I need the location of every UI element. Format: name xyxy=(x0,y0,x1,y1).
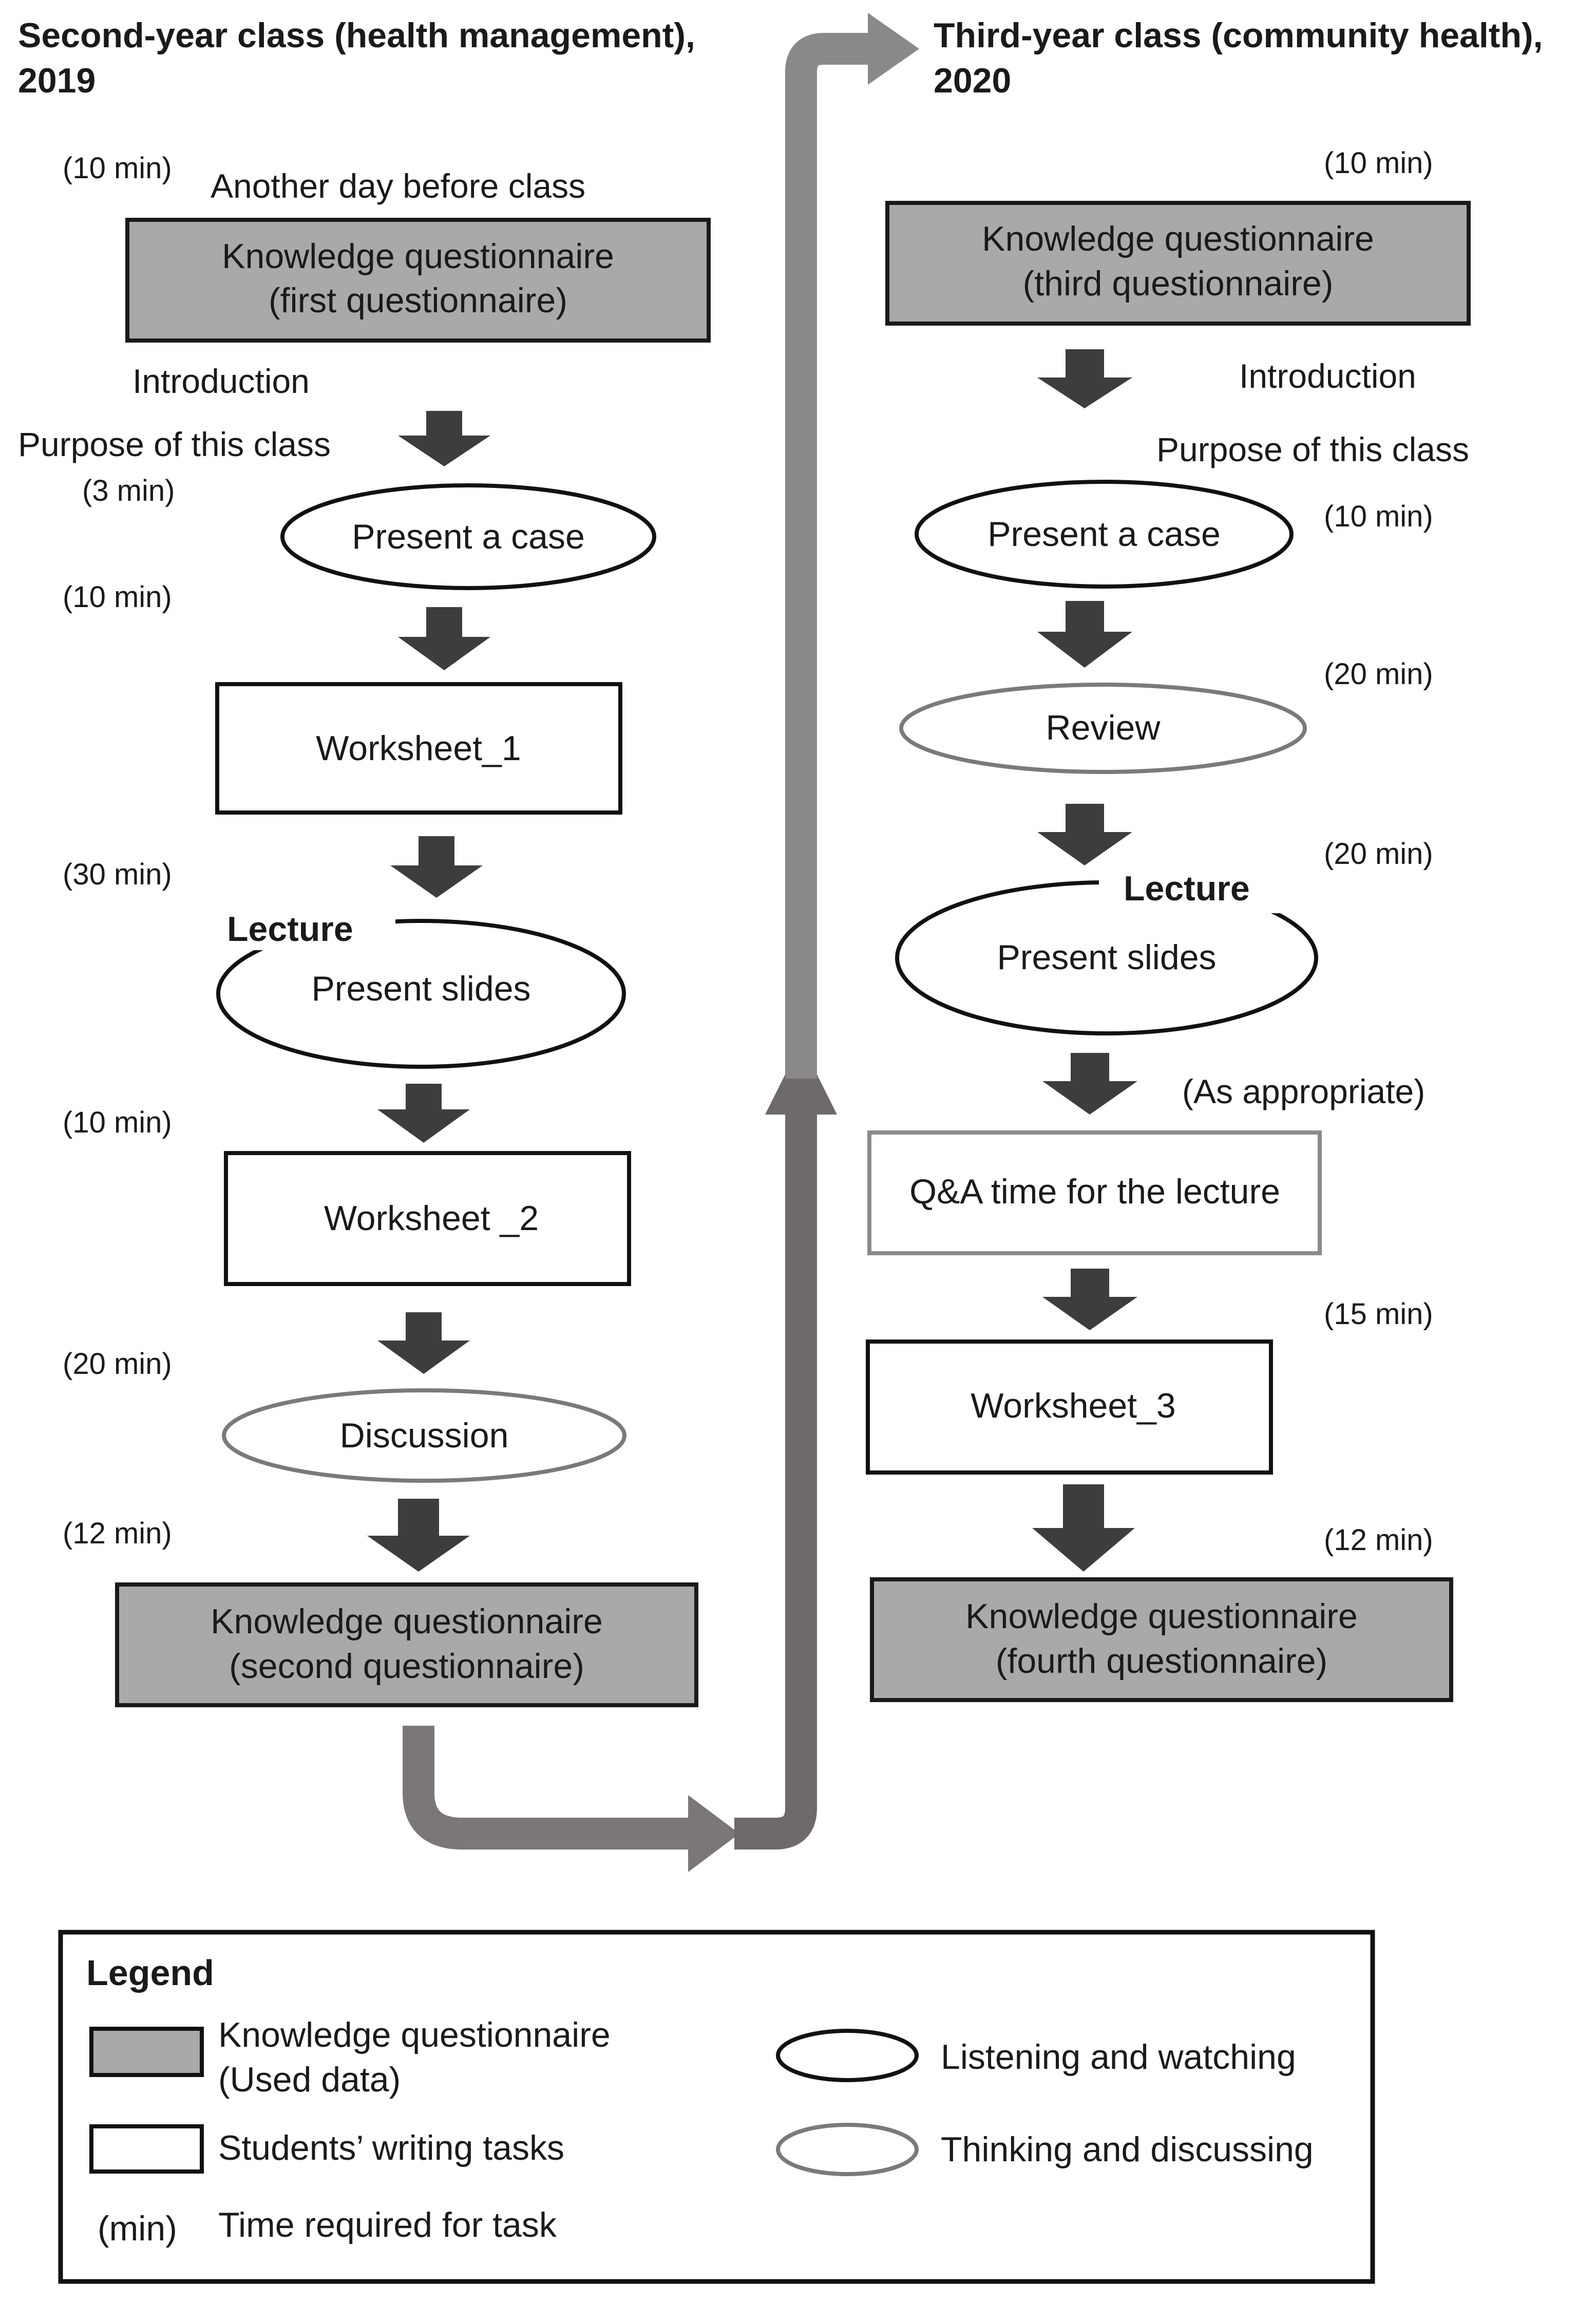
left-time-lecture: (30 min) xyxy=(63,858,172,891)
legend-writing-swatch xyxy=(89,2124,204,2174)
right-present-case-ellipse xyxy=(915,480,1294,589)
left-lecture-label: Lecture xyxy=(227,910,353,949)
right-present-slides-text: Present slides xyxy=(997,938,1216,977)
right-worksheet3-text: Worksheet_3 xyxy=(971,1386,1175,1425)
left-down-arrow-3 xyxy=(390,836,483,898)
right-lecture-label-mask xyxy=(1099,863,1284,913)
left-lecture-label-mask xyxy=(221,901,395,950)
right-heading-line1: Third-year class (community health), xyxy=(934,16,1543,55)
left-time-discussion: (20 min) xyxy=(63,1347,172,1381)
left-introduction-label: Introduction xyxy=(132,362,310,400)
left-before-class-label: Another day before class xyxy=(211,167,585,205)
left-time-second-questionnaire: (12 min) xyxy=(63,1517,172,1550)
right-introduction-label: Introduction xyxy=(1239,357,1416,395)
left-heading-line2: 2019 xyxy=(18,61,96,100)
left-down-arrow-4 xyxy=(377,1084,470,1143)
right-third-questionnaire-line1: Knowledge questionnaire xyxy=(982,219,1374,258)
right-qa-text: Q&A time for the lecture xyxy=(909,1172,1280,1211)
right-down-arrow-5 xyxy=(1042,1269,1137,1330)
left-present-case-ellipse xyxy=(280,483,656,590)
left-discussion-ellipse xyxy=(222,1388,626,1483)
legend-questionnaire-line1: Knowledge questionnaire xyxy=(218,2015,611,2054)
legend-listening-text: Listening and watching xyxy=(941,2037,1296,2077)
left-time-worksheet2: (10 min) xyxy=(63,1106,172,1139)
left-down-arrow-5 xyxy=(377,1312,470,1374)
left-time-case: (3 min) xyxy=(82,474,175,507)
right-qa-box xyxy=(867,1130,1322,1255)
left-first-questionnaire-box xyxy=(125,218,711,343)
right-third-questionnaire-box xyxy=(885,201,1471,326)
right-heading-line2: 2020 xyxy=(934,61,1011,100)
left-worksheet1-text: Worksheet_1 xyxy=(316,729,521,768)
right-time-review: (20 min) xyxy=(1324,657,1433,691)
right-down-arrow-6 xyxy=(1032,1484,1135,1572)
left-down-arrow-2 xyxy=(398,607,490,670)
left-down-arrow-1 xyxy=(398,411,490,466)
left-heading-line1: Second-year class (health management), xyxy=(18,16,695,55)
right-time-worksheet3: (15 min) xyxy=(1324,1297,1433,1331)
left-worksheet1-box xyxy=(215,682,622,815)
right-purpose-label: Purpose of this class xyxy=(1156,430,1469,468)
legend-thinking-text: Thinking and discussing xyxy=(941,2130,1314,2169)
legend-questionnaire-swatch xyxy=(89,2027,204,2077)
left-worksheet2-box xyxy=(224,1151,631,1286)
legend-frame xyxy=(58,1930,1375,2284)
right-down-arrow-2 xyxy=(1037,601,1132,668)
left-down-arrow-6 xyxy=(367,1499,470,1572)
right-time-fourth-questionnaire: (12 min) xyxy=(1324,1523,1433,1557)
right-time-case: (10 min) xyxy=(1324,500,1433,533)
right-fourth-questionnaire-line2: (fourth questionnaire) xyxy=(996,1641,1327,1681)
right-time-third-questionnaire: (10 min) xyxy=(1324,146,1433,180)
legend-thinking-swatch xyxy=(776,2123,919,2176)
left-first-questionnaire-line2: (first questionnaire) xyxy=(269,281,567,320)
right-as-appropriate-label: (As appropriate) xyxy=(1182,1072,1425,1110)
left-first-questionnaire-line1: Knowledge questionnaire xyxy=(222,237,614,276)
left-discussion-text: Discussion xyxy=(340,1416,509,1455)
left-second-questionnaire-line2: (second questionnaire) xyxy=(229,1647,584,1686)
right-third-questionnaire-line2: (third questionnaire) xyxy=(1023,264,1334,303)
right-down-arrow-1 xyxy=(1037,349,1132,408)
left-second-questionnaire-box xyxy=(115,1582,698,1707)
left-time-first-questionnaire: (10 min) xyxy=(63,152,172,185)
right-worksheet3-box xyxy=(866,1339,1273,1475)
right-review-ellipse xyxy=(899,683,1307,774)
legend-title: Legend xyxy=(86,1953,214,1993)
left-present-slides-text: Present slides xyxy=(311,969,530,1008)
right-lecture-label: Lecture xyxy=(1124,869,1250,908)
legend-questionnaire-line2: (Used data) xyxy=(218,2060,401,2099)
right-time-lecture: (20 min) xyxy=(1324,837,1433,871)
connector-arrow xyxy=(403,13,919,1872)
left-second-questionnaire-line1: Knowledge questionnaire xyxy=(211,1602,603,1641)
legend-time-required-text: Time required for task xyxy=(218,2205,557,2244)
right-review-text: Review xyxy=(1046,708,1161,747)
right-present-case-text: Present a case xyxy=(987,515,1221,554)
right-down-arrow-3 xyxy=(1037,804,1132,865)
left-worksheet2-text: Worksheet _2 xyxy=(324,1199,539,1238)
right-fourth-questionnaire-box xyxy=(870,1577,1453,1702)
left-present-case-text: Present a case xyxy=(352,517,585,556)
right-down-arrow-4 xyxy=(1042,1053,1137,1115)
left-purpose-label: Purpose of this class xyxy=(18,425,331,463)
left-lecture-ellipse xyxy=(216,919,626,1069)
legend-listening-swatch xyxy=(776,2029,919,2082)
left-time-worksheet1: (10 min) xyxy=(63,580,172,614)
legend-writing-text: Students’ writing tasks xyxy=(218,2128,564,2167)
legend: Legend Knowledge questionnaire (Used dat… xyxy=(58,1930,1375,2284)
right-fourth-questionnaire-line1: Knowledge questionnaire xyxy=(965,1597,1358,1636)
legend-min-symbol: (min) xyxy=(98,2209,177,2248)
